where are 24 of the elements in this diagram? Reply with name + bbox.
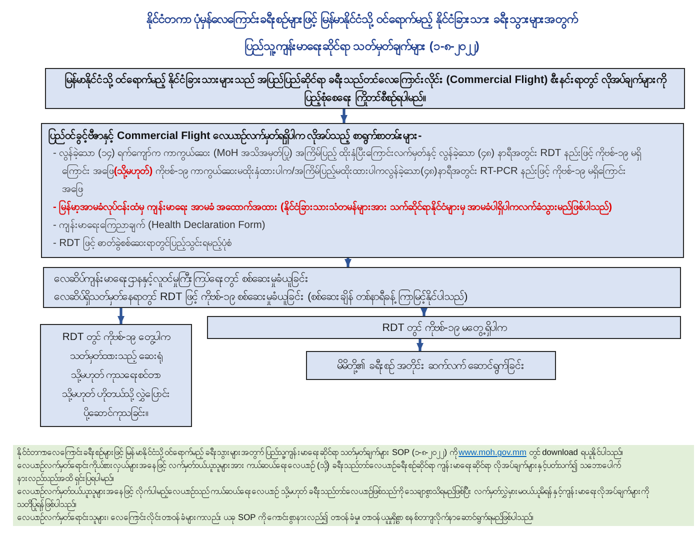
process-box: RDT တွင် ကိုဗစ်-၁၉ မတွေ့ ရှိပါက	[207, 316, 681, 339]
process-box: မိမိတို့၏ ခရီးစဉ် အတိုင်း ဆက်လက် ဆောင်ရွက်ခြင်း	[306, 351, 556, 380]
list-item: - မြန်မာ့အာမခံလုပ်ငန်းထံမှ ကျန်းမာရေး အာမခံ အထောက်အထား (နိုင်ငံခြားသားသံတမန်များအား သက်ဆိုင်ရာနိုင်ငံများမှ အာမခံပါရှိပါကလက်ခံသွားမည်ဖြစ်ပါသည်)	[52, 199, 613, 217]
link: www.moh.gov.mm	[458, 447, 526, 457]
note-text: နိုင်ငံတကာလေကြောင်းခရီးစဉ်များဖြင့် မြန်မာနိုင်ငံသို့ ဝင်ရောက်မည့် ခရီးသွားများအတွက် ပြည်သူ့ကျန်းမာရေးဆိုင်ရာ သတ်မှတ်ချက်များ SOP (၁-၈-၂၀၂၂) ကို www.moh.gov.mm တွင် download ရယူနိုင်ပါသည်။	[17, 446, 654, 459]
note-text: လေယာဉ်လက်မှတ်ရောင်းကိုယ်စားလှယ်များအနေဖြင့် လက်မှတ်ဝယ်ယူသူများအား ကယ်ဆယ်ရေးလေယာဉ် (သို့) ခရီးသည်တင်လေယာဉ်ခရီးစဉ်ဆိုင်ရာ ကျန်းမာရေးဆိုင်ရာ လိုအပ်ချက်များနှင့်ပတ်သက်၍ သဘောပေါက်နားလည်သည်အထိ ရှင်းပြရပါမည်။	[17, 460, 622, 485]
process-box	[41, 123, 684, 258]
box-heading: ပြည်ဝင်ခွင့်ဗီဇာနှင့် Commercial Flight လေယာဉ်လက်မှတ်ရရှိပါက လိုအပ်သည့် စာရွက်စာတမ်းများ-	[48, 127, 677, 145]
box-text: လေဆိပ်ရှိသတ်မှတ်နေရာတွင် RDT ဖြင့် ကိုဗစ်-၁၉ စစ်ဆေးမှုခံယူခြင်း (စစ်ဆေးချိန် တစ်နာရီခန့် ကြာမြင့်နိုင်ပါသည်)	[54, 288, 670, 306]
arrow	[340, 109, 348, 123]
process-box: RDT တွင် ကိုဗစ်-၁၉ တွေ့ပါက သတ်မှတ်ထားသည့် ဆေးရုံ သို့မဟုတ် ကုသရေးစင်တာ သို့မဟုတ် ဟိုတယ်သို့ လွှဲပြောင်းပို့ဆောင်ကုသခြင်း။	[40, 324, 192, 427]
arrow	[118, 308, 124, 324]
note-text: လေယာဉ်လက်မှတ်ရောင်းသူများ၊ လေကြောင်းလိုင်းတာဝန်ခံများကလည်း ယခု SOP ကို ကောင်းစွာနားလည်၍ တာဝန်ခံမှု၊ တာဝန်ယူမှုရှိစွာ စနစ်တကျလိုက်နာဆောင်ရွက်ရမည်ဖြစ်ပါသည်။	[17, 511, 534, 524]
box-text: လေဆိပ်ကျန်းမာရေးဌာနနှင့်လူဝင်မှုကြီးကြပ်ရေးတွင် စစ်ဆေးမှုခံယူခြင်း	[54, 270, 670, 288]
process-box	[43, 267, 681, 308]
list-item: - RDT ဖြင့် ဓာတ်ခွဲစစ်ဆေးရာတွင်ပြည့်သွင်းရမည့်ပုံစံ	[52, 236, 233, 252]
list-item: - ကျန်းမာရေးကြေညာချက် (Health Declaration Form)	[52, 218, 266, 234]
arrow	[344, 258, 352, 267]
process-box: မြန်မာနိုင်ငံသို့ ဝင်ရောက်မည့် နိုင်ငံခြားသားများသည် အပြည်ပြည်ဆိုင်ရာ ခရီးသည်တင်လေကြောင်းလိုင်း (Commercial Flight) စီးနင်းရာတွင် လိုအပ်ချက်များကို ပြည့်စုံစေရေး ကြိုတင်စီစဉ်ရပါမည်။	[45, 68, 685, 109]
note-text: လေယာဉ်လက်မှတ်ဝယ်ယူသူများအနေဖြင့် လိုက်ပါမည့်လေယာဉ်သည် ကယ်ဆယ်ရေးလေယာဉ် သို့မဟုတ် ခရီးသည်တင်လေယာဉ်ဖြစ်သည်ကို သေချာစွာသိရမည်ဖြစ်ပြီး လက်မှတ်လွှဲမှားမဝယ်ယူမိရန်နှင့်ကျန်းမာရေးလိုအပ်ချက်များကို သတိပြုရန်ဖြစ်ပါသည်။	[17, 484, 650, 511]
list-item: - လွန်ခဲ့သော (၁၄) ရက်ကျော်က ကာကွယ်ဆေး (MoH အသိအမှတ်ပြု) အကြိမ်ပြည့် ထိုးနှံပြီးကြောင်းလက်မှတ်နှင့် လွန်ခဲ့သော (၄၈) နာရီအတွင်း RDT နည်းဖြင့် ကိုဗစ်-၁၉ မရှိကြောင်း အဖြေ(သို့မဟုတ်) ကိုဗစ်-၁၉ ကာကွယ်ဆေးမထိုးနှံထားပါက/အကြိမ်ပြည့်မထိုးထားပါကလွန်ခဲ့သော(၄၈)နာရီအတွင်း RT-PCR နည်းဖြင့် ကိုဗစ်-၁၉ မရှိကြောင်းအဖြေ	[52, 146, 641, 198]
title: နိုင်ငံတကာ ပုံမှန်လေကြောင်းခရီးစဉ်များဖြင့် မြန်မာနိုင်ငံသို့ ဝင်ရောက်မည့် နိုင်ငံခြားသား ခရီးသွားများအတွက် ပြည်သူ့ကျန်းမာရေးဆိုင်ရာ သတ်မှတ်ချက်များ (၁-၈-၂၀၂၂)	[137, 6, 587, 60]
arrow	[416, 339, 424, 351]
arrow	[420, 308, 428, 316]
